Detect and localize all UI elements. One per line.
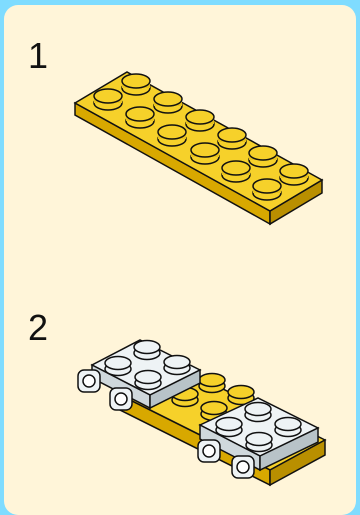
step2-assembly-illustration <box>0 0 360 515</box>
